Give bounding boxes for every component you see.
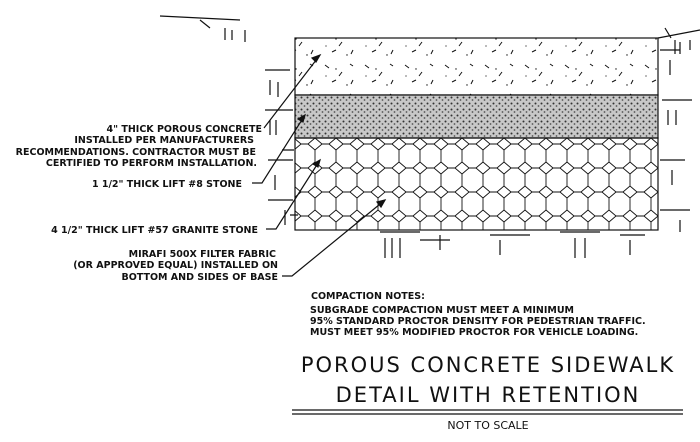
ground-hatch — [159, 15, 700, 258]
compaction-notes-heading: COMPACTION NOTES: — [311, 291, 425, 302]
porous-concrete-layer — [294, 37, 659, 96]
granite-57-layer — [294, 137, 659, 231]
compaction-note-line: SUBGRADE COMPACTION MUST MEET A MINIMUM — [310, 305, 574, 316]
compaction-note-line: MUST MEET 95% MODIFIED PROCTOR FOR VEHIC… — [310, 327, 638, 338]
drawing-title-line: DETAIL WITH RETENTION — [336, 383, 641, 407]
scale-note: NOT TO SCALE — [447, 419, 528, 432]
fabric-label-line: BOTTOM AND SIDES OF BASE — [121, 272, 278, 283]
leader-lines — [252, 53, 387, 277]
compaction-note-line: 95% STANDARD PROCTOR DENSITY FOR PEDESTR… — [310, 316, 646, 327]
concrete-label-line: CERTIFIED TO PERFORM INSTALLATION. — [46, 158, 257, 169]
stone-8-label: 1 1/2" THICK LIFT #8 STONE — [92, 179, 242, 190]
concrete-label-line: RECOMMENDATIONS. CONTRACTOR MUST BE — [16, 147, 256, 158]
stone-8-layer — [294, 94, 659, 139]
concrete-label-line: INSTALLED PER MANUFACTURERS — [74, 135, 254, 146]
concrete-label-line: 4" THICK POROUS CONCRETE — [106, 124, 262, 135]
stone-57-label: 4 1/2" THICK LIFT #57 GRANITE STONE — [51, 225, 258, 236]
fabric-label-line: MIRAFI 500X FILTER FABRIC — [129, 249, 276, 260]
drawing-title-line: POROUS CONCRETE SIDEWALK — [301, 353, 675, 377]
fabric-label-line: (OR APPROVED EQUAL) INSTALLED ON — [73, 260, 278, 271]
